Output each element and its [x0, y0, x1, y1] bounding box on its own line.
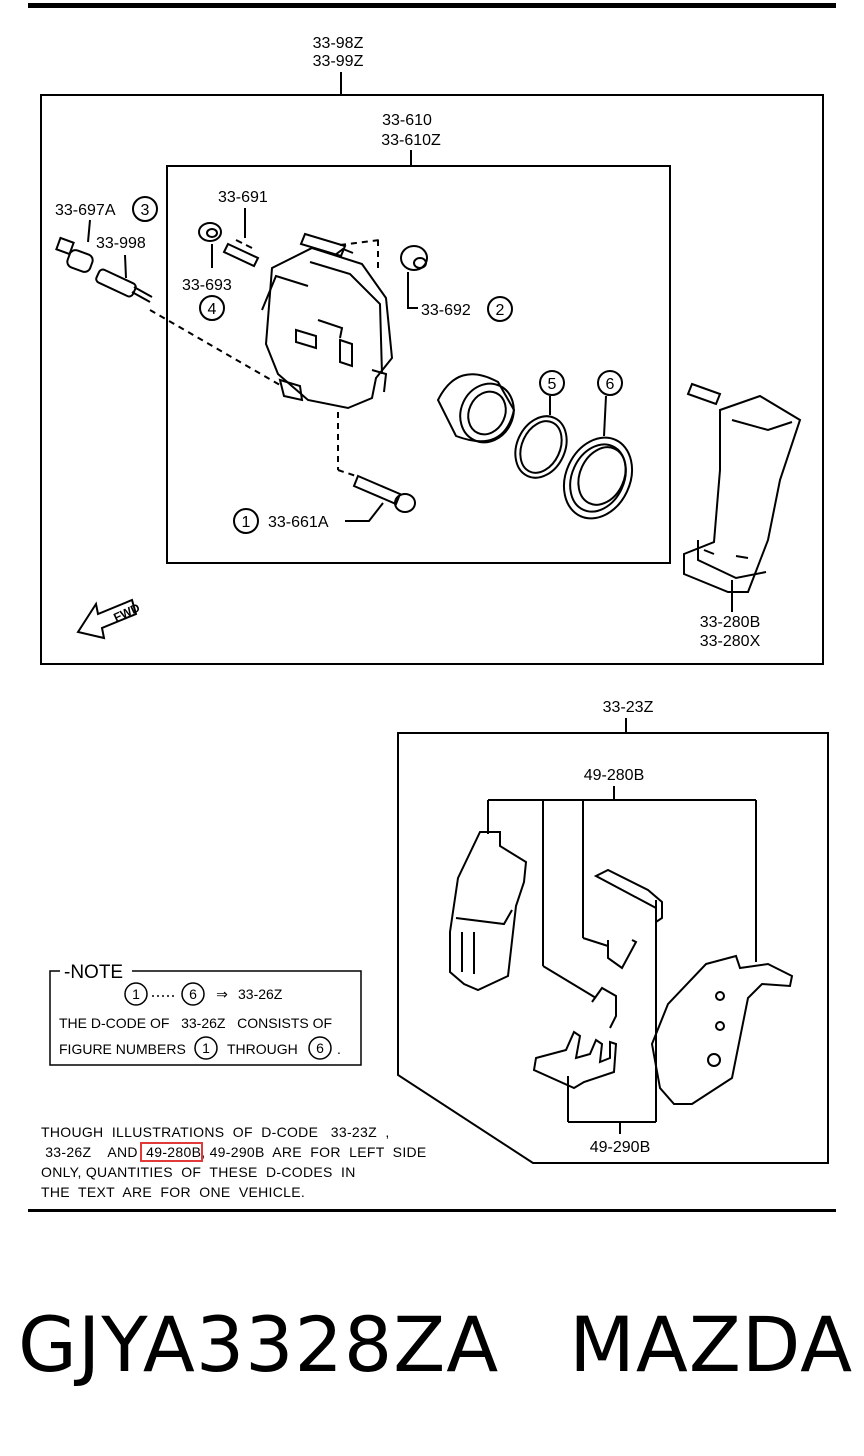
top-code-1: 33-98Z	[313, 35, 364, 52]
note-box: -NOTE 1 6 ⇒ 33-26Z THE D-CODE OF 33-26Z …	[49, 962, 362, 1066]
fwd-label: FWD	[111, 600, 142, 624]
footnote-line2-a: 33-26Z AND	[41, 1144, 142, 1160]
shim-code-label: 49-290B	[590, 1139, 651, 1156]
pad-code-label: 49-280B	[584, 767, 645, 784]
footnote-line2: 33-26Z AND 49-280B, 49-290B ARE FOR LEFT…	[41, 1142, 481, 1162]
brake-pad-left-icon	[449, 831, 528, 992]
brand-name: MAZDA	[569, 1300, 854, 1389]
shim-lower-icon	[532, 1030, 618, 1090]
note-line3-a: FIGURE NUMBERS	[59, 1041, 186, 1057]
callout-4-circle	[199, 295, 225, 321]
fwd-arrow-icon: FWD	[76, 598, 142, 640]
footnote-line1: THOUGH ILLUSTRATIONS OF D-CODE 33-23Z ,	[41, 1124, 390, 1140]
inner-code-2: 33-610Z	[381, 132, 441, 149]
note-to-num: 6	[189, 986, 197, 1002]
bleeder-label: 33-691	[218, 189, 268, 206]
guide-pin-upper-label: 33-697A	[55, 202, 116, 219]
highlighted-part-code: 49-280B	[139, 1142, 204, 1162]
dust-boot-icon	[562, 436, 634, 520]
note-line2: THE D-CODE OF 33-26Z CONSISTS OF	[59, 1015, 332, 1031]
piston-seal-icon	[514, 415, 568, 479]
footnote: THOUGH ILLUSTRATIONS OF D-CODE 33-23Z , …	[41, 1122, 481, 1202]
pad-kit: 33-23Z 49-280B	[397, 699, 829, 1164]
piston-icon	[436, 373, 516, 444]
caliper-assembly: 33-98Z 33-99Z 33-610 33-610Z 33-697A 3 3…	[40, 35, 824, 665]
callout-1-num: 1	[242, 514, 251, 531]
bleeder-screw-icon	[222, 239, 260, 268]
callout-3-circle	[132, 196, 158, 222]
bracket-code-2: 33-280X	[700, 633, 761, 650]
callout-4-num: 4	[208, 301, 217, 318]
note-line3-num2: 6	[316, 1040, 324, 1056]
callout-5-num: 5	[548, 376, 557, 393]
assembly-inner-box	[166, 165, 671, 564]
caliper-body-icon	[261, 232, 394, 410]
callout-2-num: 2	[496, 302, 505, 319]
bottom-rule	[28, 1209, 836, 1212]
shim-clip-middle-icon	[591, 986, 617, 1029]
parts-diagram: 33-98Z 33-99Z 33-610 33-610Z 33-697A 3 3…	[40, 35, 829, 1164]
pad-kit-code: 33-23Z	[603, 699, 654, 716]
note-title-text: NOTE	[70, 962, 123, 983]
note-arrow: ⇒	[216, 986, 228, 1002]
callout-2-circle	[487, 296, 513, 322]
boot-upper-label: 33-692	[421, 302, 471, 319]
bracket-code-1: 33-280B	[700, 614, 761, 631]
callout-3-num: 3	[141, 202, 150, 219]
callout-6-circle	[597, 370, 623, 396]
mounting-bracket-icon	[683, 382, 802, 593]
callout-6-num: 6	[606, 376, 615, 393]
assembly-outer-box	[40, 94, 824, 665]
guide-pin-lower-label: 33-661A	[268, 514, 329, 531]
note-from-num: 1	[132, 986, 140, 1002]
guide-pin-lower-icon	[352, 474, 416, 513]
boot-upper-icon	[400, 245, 428, 271]
pad-kit-box	[397, 732, 829, 1164]
bleeder-cap-label: 33-693	[182, 277, 232, 294]
part-caption: GJYA3328ZA MAZDA	[18, 1300, 858, 1390]
note-line3-b: THROUGH	[227, 1041, 298, 1057]
bleeder-cap-icon	[198, 222, 222, 242]
inner-code-1: 33-610	[382, 112, 432, 129]
top-code-2: 33-99Z	[313, 53, 364, 70]
callout-1-circle	[233, 508, 259, 534]
guide-pin-label: 33-998	[96, 235, 146, 252]
footnote-line4: THE TEXT ARE FOR ONE VEHICLE.	[41, 1184, 306, 1200]
guide-pin-icon	[95, 268, 153, 303]
top-rule	[28, 3, 836, 8]
shim-clip-upper-icon	[593, 868, 663, 970]
callout-5-circle	[539, 370, 565, 396]
note-title: -NOTE	[64, 962, 123, 983]
guide-pin-upper-icon	[55, 236, 94, 273]
footnote-line3: ONLY, QUANTITIES OF THESE D-CODES IN	[41, 1164, 356, 1180]
note-code: 33-26Z	[238, 986, 283, 1002]
footnote-line2-b: , 49-290B ARE FOR LEFT SIDE	[201, 1144, 427, 1160]
brake-pad-right-icon	[650, 954, 794, 1105]
note-line3-end: .	[337, 1041, 341, 1057]
note-line3-num1: 1	[202, 1040, 210, 1056]
part-number: GJYA3328ZA	[18, 1300, 500, 1389]
